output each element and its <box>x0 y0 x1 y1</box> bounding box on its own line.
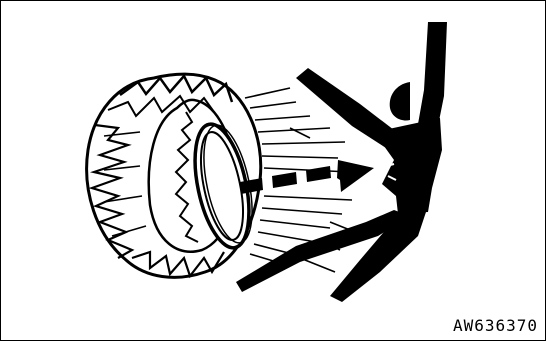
figure-code: AW636370 <box>453 316 538 335</box>
